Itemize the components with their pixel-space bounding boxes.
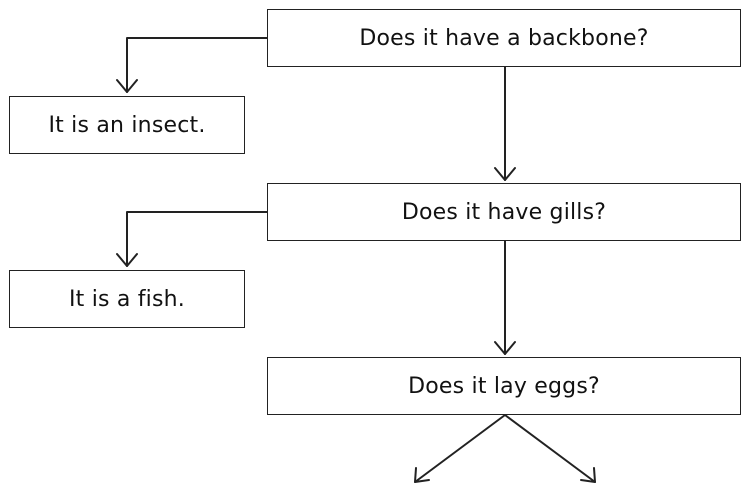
answer-insect-box: It is an insect. [9, 96, 245, 154]
question-eggs-box: Does it lay eggs? [267, 357, 741, 415]
arrowhead-gills [494, 167, 516, 181]
question-eggs-text: Does it lay eggs? [408, 373, 600, 399]
question-gills-text: Does it have gills? [401, 199, 607, 225]
arrowhead-left-branch [414, 467, 430, 483]
arrowhead-eggs [494, 341, 516, 355]
arrowhead-insect [116, 79, 138, 93]
arrowhead-fish [116, 253, 138, 267]
question-backbone-text: Does it have a backbone? [359, 25, 649, 51]
answer-fish-box: It is a fish. [9, 270, 245, 328]
connector-gills-to-fish [126, 211, 268, 267]
answer-fish-text: It is a fish. [68, 286, 185, 312]
connector-eggs-right-branch [504, 414, 596, 483]
question-backbone-box: Does it have a backbone? [267, 9, 741, 67]
answer-insect-text: It is an insect. [48, 112, 206, 138]
question-gills-box: Does it have gills? [267, 183, 741, 241]
connector-backbone-to-insect [126, 37, 268, 93]
connector-eggs-left-branch [414, 414, 506, 483]
arrowhead-right-branch [580, 467, 596, 483]
